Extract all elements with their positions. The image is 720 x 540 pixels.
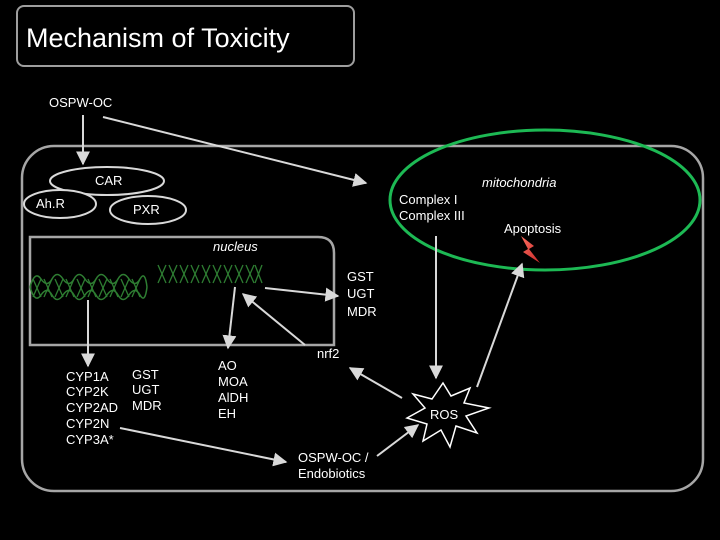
phase2-gene-mdr: MDR (132, 398, 162, 413)
dna-helix-right (157, 264, 263, 284)
cyp-gene-1a: CYP1A (66, 369, 109, 384)
lightning-icon (521, 236, 540, 263)
phase2-gene-ugt: UGT (132, 382, 160, 397)
arrow-dna-to-enzymes (222, 286, 237, 350)
arrow-nrf2-to-dna (241, 293, 306, 346)
dna-helix-left (32, 278, 141, 298)
ospw-oc-label: OSPW-OC (49, 95, 112, 110)
cyp-gene-2ad: CYP2AD (66, 400, 118, 415)
complex-1-label: Complex I (399, 192, 458, 207)
page-title: Mechanism of Toxicity (26, 23, 290, 53)
arrow-ospw-to-mitochondria (102, 116, 368, 187)
endobiotics-line-2: Endobiotics (298, 466, 366, 481)
arrow-cyp-to-endobiotics (119, 427, 288, 467)
car-label: CAR (95, 173, 122, 188)
nuclear-gene-mdr: MDR (347, 304, 377, 319)
arrow-ros-to-apoptosis (476, 262, 525, 388)
cyp-gene-3a: CYP3A* (66, 432, 114, 447)
arrows (76, 115, 525, 467)
cyp-gene-2k: CYP2K (66, 384, 109, 399)
nucleus-membrane (28, 235, 336, 347)
endobiotics-line-1: OSPW-OC / (298, 450, 369, 465)
nucleus-label: nucleus (213, 239, 258, 254)
ahr-label: Ah.R (36, 196, 65, 211)
cyp-gene-2n: CYP2N (66, 416, 109, 431)
ros-label: ROS (430, 407, 459, 422)
nuclear-gene-gst: GST (347, 269, 374, 284)
nuclear-gene-ugt: UGT (347, 286, 375, 301)
pxr-receptor (109, 195, 187, 225)
phase2-gene-gst: GST (132, 367, 159, 382)
mitochondria-label: mitochondria (482, 175, 556, 190)
arrow-ros-to-nrf2 (348, 367, 403, 399)
enzyme-eh: EH (218, 406, 236, 421)
apoptosis-label: Apoptosis (504, 221, 562, 236)
arrow-dna-to-nuclear-genes (264, 287, 340, 302)
enzyme-aldh: AlDH (218, 390, 248, 405)
title-box (16, 5, 355, 67)
car-receptor (49, 166, 165, 196)
pxr-label: PXR (133, 202, 160, 217)
ahr-receptor (23, 189, 97, 219)
arrow-ros-to-endobiotics (376, 424, 420, 457)
enzyme-moa: MOA (218, 374, 248, 389)
cell-membrane (20, 144, 705, 493)
mitochondria-organelle (388, 128, 702, 272)
enzyme-ao: AO (218, 358, 237, 373)
nrf2-label: nrf2 (317, 346, 339, 361)
complex-3-label: Complex III (399, 208, 465, 223)
ros-burst (405, 381, 492, 449)
